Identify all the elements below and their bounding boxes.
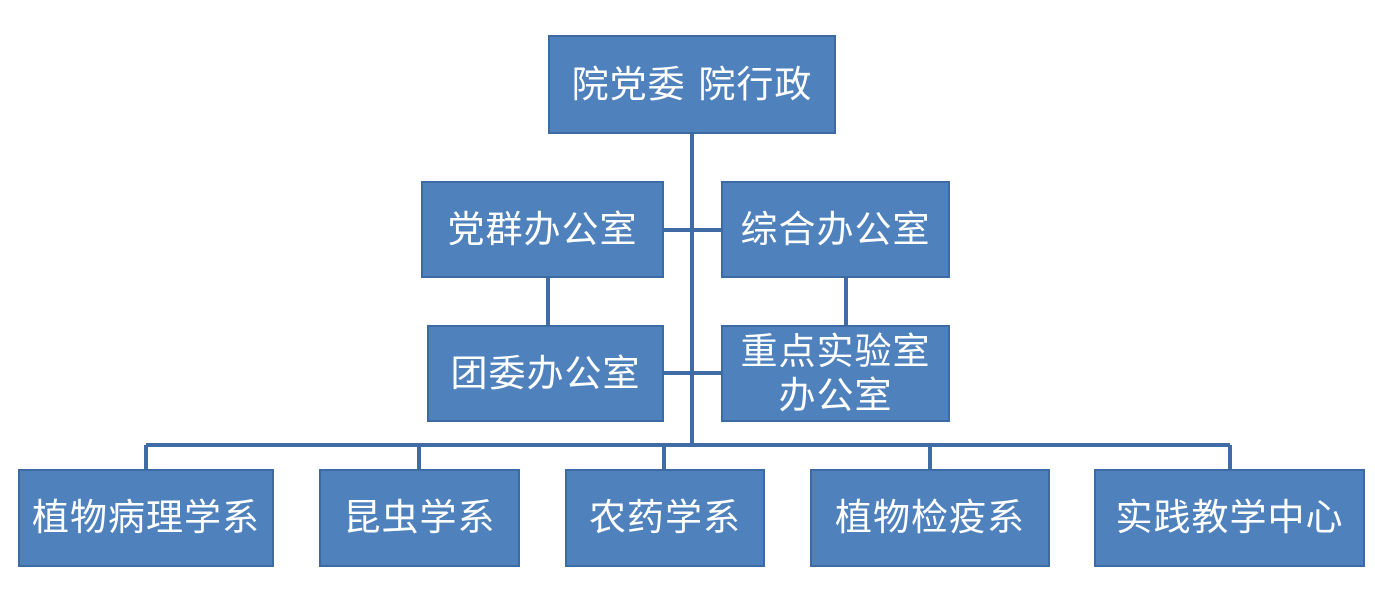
department-node: 昆虫学系 [319, 469, 520, 567]
department-node: 实践教学中心 [1094, 469, 1365, 567]
left-office-2: 团委办公室 [427, 325, 664, 422]
left-office-1: 党群办公室 [421, 181, 664, 278]
right-office-2: 重点实验室 办公室 [721, 325, 950, 422]
department-node: 农药学系 [565, 469, 765, 567]
right-office-1: 综合办公室 [721, 181, 950, 278]
department-node: 植物检疫系 [810, 469, 1050, 567]
top-node: 院党委 院行政 [548, 35, 836, 134]
department-node: 植物病理学系 [18, 469, 274, 567]
